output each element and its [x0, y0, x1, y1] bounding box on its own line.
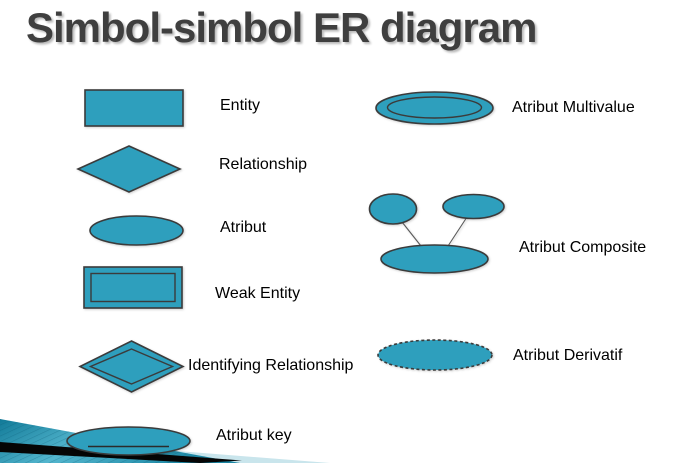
atribut-derivatif-symbol	[377, 339, 493, 371]
entity-symbol	[84, 89, 184, 127]
atribut-symbol	[89, 215, 184, 246]
atribut-multivalue-symbol	[375, 91, 494, 125]
weak-entity-symbol	[83, 266, 183, 309]
entity-label: Entity	[220, 97, 261, 114]
weak-entity-label: Weak Entity	[215, 285, 301, 302]
atribut-multivalue-label: Atribut Multivalue	[512, 99, 635, 116]
relationship-symbol	[76, 145, 182, 193]
atribut-composite-symbol	[368, 193, 505, 274]
relationship-label: Relationship	[219, 156, 308, 173]
identifying-relationship-label: Identifying Relationship	[188, 357, 354, 374]
atribut-derivatif-label: Atribut Derivatif	[513, 347, 623, 364]
identifying-relationship-symbol	[78, 340, 185, 393]
atribut-key-symbol	[66, 426, 191, 456]
atribut-composite-label: Atribut Composite	[519, 239, 647, 256]
slide-title: Simbol-simbol ER diagram	[26, 4, 537, 51]
atribut-label: Atribut	[220, 219, 267, 236]
atribut-key-label: Atribut key	[216, 427, 292, 444]
